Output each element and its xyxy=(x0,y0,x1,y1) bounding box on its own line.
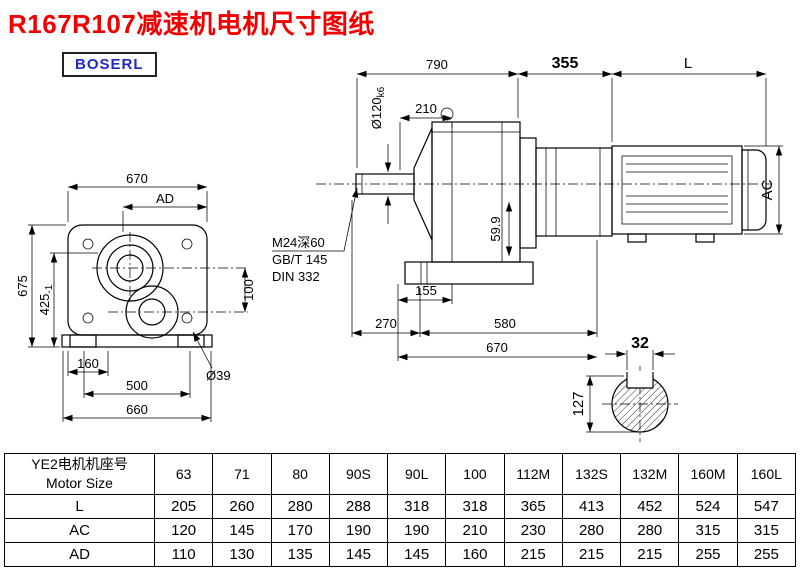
table-cell: 215 xyxy=(561,542,622,567)
dim-side-270: 270 xyxy=(375,316,397,331)
table-cell: 260 xyxy=(212,494,272,519)
table-cell: 190 xyxy=(328,518,389,543)
dim-side-L: L xyxy=(684,55,692,72)
table-cell: 280 xyxy=(561,518,622,543)
table-col-header: 100 xyxy=(445,453,505,495)
table-col-header: 160L xyxy=(736,453,797,495)
table-cell: 120 xyxy=(153,518,214,543)
row-label: AD xyxy=(4,542,155,567)
dim-front-160: 160 xyxy=(77,356,99,371)
table-cell: 315 xyxy=(736,518,797,543)
motor-body xyxy=(611,145,743,235)
table-cell: 255 xyxy=(736,542,797,567)
table-col-header: 80 xyxy=(270,453,330,495)
table-cell: 255 xyxy=(678,542,738,567)
table-cell: 145 xyxy=(328,542,389,567)
dim-side-670: 670 xyxy=(486,340,508,355)
dim-front-ad: AD xyxy=(156,191,174,206)
table-header-motor-size: YE2电机机座号 Motor Size xyxy=(4,453,155,495)
table-col-header: 132S xyxy=(561,453,622,495)
table-cell: 230 xyxy=(503,518,563,543)
table-col-header: 112M xyxy=(503,453,563,495)
dim-side-155: 155 xyxy=(415,283,437,298)
dim-front-425: 425-1 xyxy=(37,284,55,315)
table-cell: 280 xyxy=(620,518,680,543)
table-cell: 135 xyxy=(270,542,330,567)
dim-front-500: 500 xyxy=(126,378,148,393)
table-cell: 547 xyxy=(736,494,797,519)
table-col-header: 71 xyxy=(212,453,272,495)
table-cell: 210 xyxy=(445,518,505,543)
table-col-header: 160M xyxy=(678,453,738,495)
table-cell: 413 xyxy=(561,494,622,519)
table-cell: 280 xyxy=(270,494,330,519)
table-cell: 215 xyxy=(620,542,680,567)
table-cell: 170 xyxy=(270,518,330,543)
table-cell: 205 xyxy=(153,494,214,519)
table-cell: 318 xyxy=(445,494,505,519)
table-col-header: 90L xyxy=(387,453,447,495)
dim-side-ac: AC xyxy=(759,179,776,200)
table-cell: 288 xyxy=(328,494,389,519)
note-din: DIN 332 xyxy=(272,269,320,284)
dim-side-790: 790 xyxy=(426,57,448,72)
note-gbt: GB/T 145 xyxy=(272,252,327,267)
dim-side-210: 210 xyxy=(415,101,437,116)
dim-section-127: 127 xyxy=(570,391,587,416)
table-cell: 318 xyxy=(387,494,447,519)
dim-side-599: 59.9 xyxy=(488,216,503,241)
table-cell: 452 xyxy=(620,494,680,519)
front-view: 670 AD 675 425-1 100 160 xyxy=(15,171,256,422)
table-header-en: Motor Size xyxy=(46,475,113,491)
table-cell: 315 xyxy=(678,518,738,543)
dim-front-675: 675 xyxy=(15,275,30,297)
shaft-section-view: 32 127 xyxy=(570,335,678,442)
dim-side-shaft-dia: Ø120k6 xyxy=(369,86,387,129)
dim-side-355: 355 xyxy=(552,55,579,72)
dim-front-660: 660 xyxy=(126,402,148,417)
table-cell: 110 xyxy=(153,542,214,567)
fan-cowl xyxy=(741,149,767,231)
table-col-header: 132M xyxy=(620,453,680,495)
table-cell: 190 xyxy=(387,518,447,543)
technical-drawing: 670 AD 675 425-1 100 160 xyxy=(15,55,783,442)
table-col-header: 63 xyxy=(153,453,214,495)
table-col-header: 90S xyxy=(328,453,389,495)
table-cell: 145 xyxy=(387,542,447,567)
page-title: R167R107减速机电机尺寸图纸 xyxy=(8,9,375,39)
row-label: AC xyxy=(4,518,155,543)
dim-front-670: 670 xyxy=(126,171,148,186)
dim-section-32: 32 xyxy=(631,335,649,352)
boserl-logo: BOSERL xyxy=(62,52,157,77)
dim-front-100: 100 xyxy=(241,279,256,301)
row-label: L xyxy=(4,494,155,519)
table-row-L: L 205 260 280 288 318 318 365 413 452 52… xyxy=(4,494,797,519)
note-tap: M24深60 xyxy=(272,235,325,250)
motor-size-table: YE2电机机座号 Motor Size 63 71 80 90S 90L 100… xyxy=(4,453,797,567)
table-cell: 365 xyxy=(503,494,563,519)
table-cell: 145 xyxy=(212,518,272,543)
table-cell: 130 xyxy=(212,542,272,567)
dim-front-hole: Ø39 xyxy=(206,368,231,383)
table-row-AC: AC 120 145 170 190 190 210 230 280 280 3… xyxy=(4,518,797,543)
table-row-AD: AD 110 130 135 145 145 160 215 215 215 2… xyxy=(4,542,797,567)
side-view: 790 355 L 210 Ø120k6 AC 59.9 xyxy=(272,55,783,361)
dim-side-580: 580 xyxy=(494,316,516,331)
table-cell: 524 xyxy=(678,494,738,519)
table-header-cn: YE2电机机座号 xyxy=(31,456,128,472)
table-cell: 215 xyxy=(503,542,563,567)
foot-hatch-right xyxy=(177,334,205,348)
table-cell: 160 xyxy=(445,542,505,567)
foot-hatch-left xyxy=(69,334,97,348)
